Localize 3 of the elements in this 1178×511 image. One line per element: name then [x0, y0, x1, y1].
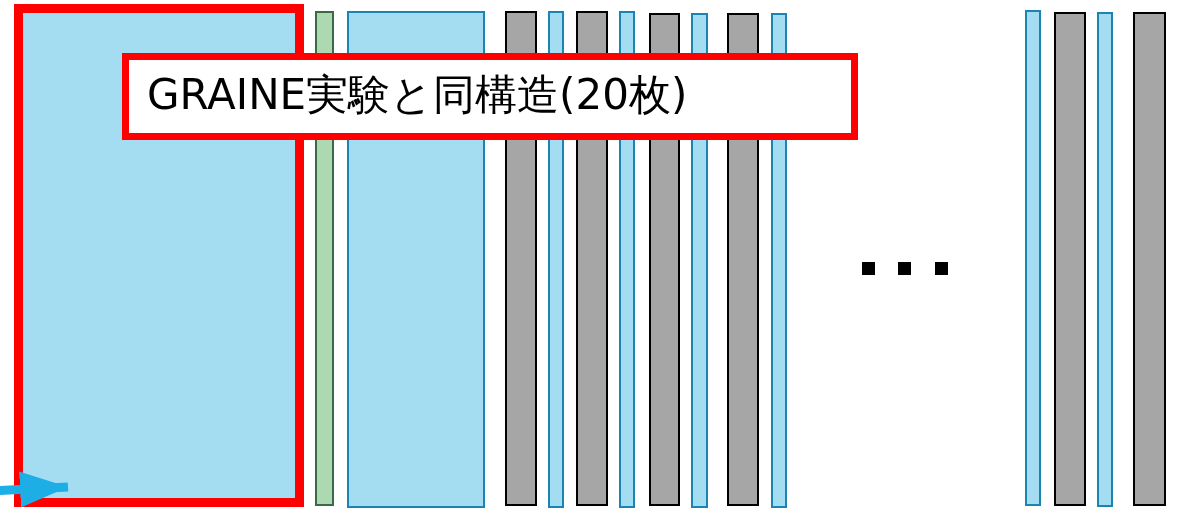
label-box: [122, 53, 858, 140]
label-text: GRAINE実験と同構造(20枚): [147, 70, 688, 119]
arrow: [0, 471, 69, 508]
